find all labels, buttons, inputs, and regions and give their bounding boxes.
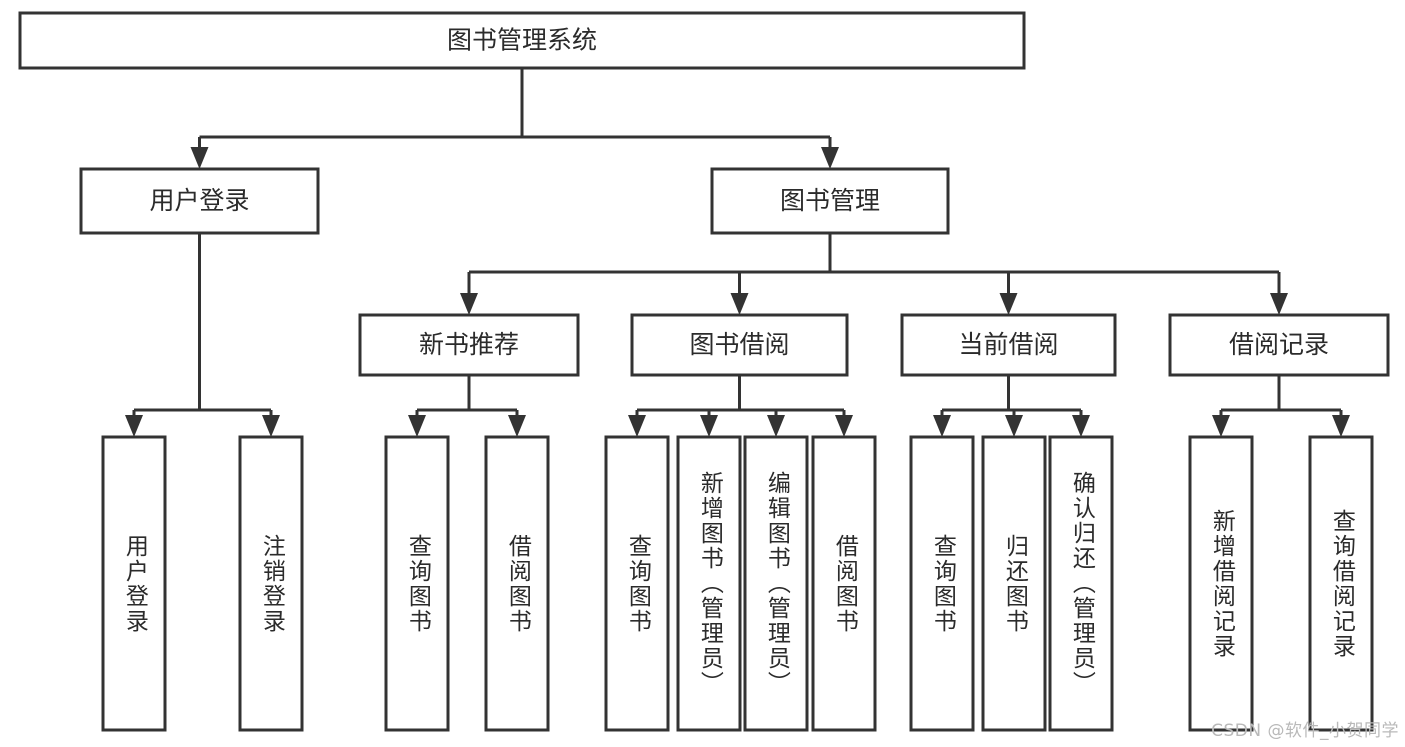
leaf-box-新增借阅记录[interactable] xyxy=(1188,435,1254,732)
leaf-box-借阅图书[interactable] xyxy=(484,435,550,732)
leaf-box-编辑图书管理员[interactable] xyxy=(743,435,809,732)
csdn-watermark: CSDN @软件_小贺同学 xyxy=(1211,721,1399,741)
level2-label-当前借阅: 当前借阅 xyxy=(958,330,1058,359)
root-box-图书管理系统[interactable] xyxy=(18,11,1026,70)
root-label-图书管理系统: 图书管理系统 xyxy=(447,26,597,55)
arrow-leaf-图书借阅-查询图书 xyxy=(628,415,646,437)
leaf-box-查询图书[interactable] xyxy=(604,435,670,732)
arrow-leaf-当前借阅-确认归还管理员 xyxy=(1072,415,1090,437)
arrow-book-mgmt-借阅记录 xyxy=(1270,293,1288,315)
arrow-leaf-当前借阅-查询图书 xyxy=(933,415,951,437)
arrow-root-用户登录 xyxy=(190,147,209,169)
arrow-leaf-图书借阅-编辑图书管理员 xyxy=(767,415,785,437)
level2-box-图书借阅[interactable] xyxy=(630,313,849,377)
node-box-layer xyxy=(18,11,1390,732)
level2-label-新书推荐: 新书推荐 xyxy=(419,330,519,359)
level1-label-图书管理: 图书管理 xyxy=(780,186,880,215)
level2-label-图书借阅: 图书借阅 xyxy=(689,330,789,359)
level1-box-图书管理[interactable] xyxy=(710,167,950,235)
leaf-box-借阅图书[interactable] xyxy=(811,435,877,732)
arrow-leaf-新书推荐-借阅图书 xyxy=(508,415,526,437)
arrow-root-图书管理 xyxy=(821,147,839,169)
level2-box-新书推荐[interactable] xyxy=(358,313,580,377)
level2-box-当前借阅[interactable] xyxy=(900,313,1117,377)
level2-box-借阅记录[interactable] xyxy=(1168,313,1390,377)
leaf-box-查询图书[interactable] xyxy=(909,435,975,732)
connector-layer xyxy=(125,68,1350,437)
leaf-box-归还图书[interactable] xyxy=(981,435,1047,732)
leaf-box-用户登录[interactable] xyxy=(101,435,167,732)
arrow-leaf-图书借阅-新增图书管理员 xyxy=(700,415,718,437)
leaf-box-新增图书管理员[interactable] xyxy=(676,435,742,732)
arrow-leaf-新书推荐-查询图书 xyxy=(408,415,426,437)
leaf-box-注销登录[interactable] xyxy=(238,435,304,732)
arrow-leaf-用户登录-注销登录 xyxy=(262,415,280,437)
leaf-box-查询图书[interactable] xyxy=(384,435,450,732)
arrow-leaf-用户登录-用户登录 xyxy=(125,415,143,437)
arrow-leaf-借阅记录-查询借阅记录 xyxy=(1332,415,1350,437)
level1-box-用户登录[interactable] xyxy=(79,167,320,235)
arrow-book-mgmt-图书借阅 xyxy=(730,293,749,315)
leaf-box-确认归还管理员[interactable] xyxy=(1048,435,1114,732)
level1-label-用户登录: 用户登录 xyxy=(149,186,249,215)
arrow-leaf-图书借阅-借阅图书 xyxy=(835,415,853,437)
arrow-leaf-当前借阅-归还图书 xyxy=(1005,415,1023,437)
arrow-leaf-借阅记录-新增借阅记录 xyxy=(1212,415,1230,437)
arrow-book-mgmt-新书推荐 xyxy=(460,293,478,315)
arrow-book-mgmt-当前借阅 xyxy=(999,293,1018,315)
level2-label-借阅记录: 借阅记录 xyxy=(1229,330,1329,359)
leaf-box-查询借阅记录[interactable] xyxy=(1308,435,1374,732)
